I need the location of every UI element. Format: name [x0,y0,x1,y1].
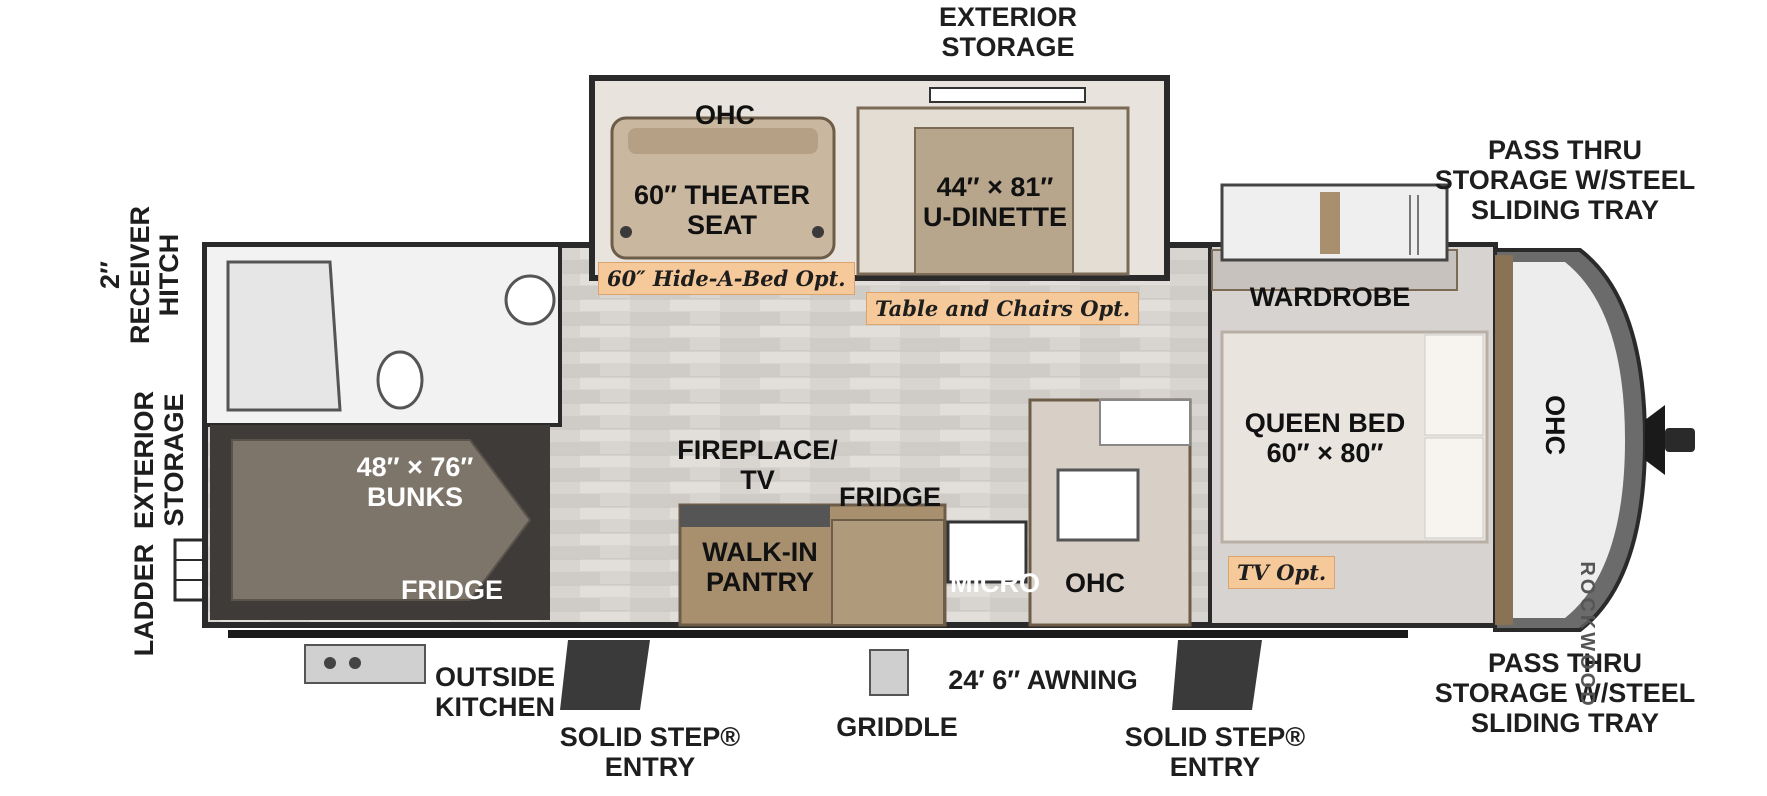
label-exterior-storage-side: EXTERIOR STORAGE [129,390,189,530]
stove [946,520,1028,584]
option-tv: TV Opt. [1228,556,1336,589]
label-theater-seat: 60″ THEATER SEAT [634,180,810,241]
label-exterior-storage-top: EXTERIOR STORAGE [938,2,1078,63]
label-queen-bed: QUEEN BED 60″ × 80″ [1244,408,1406,469]
option-hide-a-bed: 60″ Hide-A-Bed Opt. [598,262,855,295]
step-rear [560,640,650,710]
label-micro: MICRO [950,568,1040,598]
outside-kitchen-grill [304,644,426,684]
shower [226,260,342,412]
label-outside-kitchen: OUTSIDE KITCHEN [434,662,555,723]
kitchen-sink [1056,468,1140,542]
label-walk-in-pantry: WALK-IN PANTRY [702,537,818,598]
option-table-chairs: Table and Chairs Opt. [866,292,1140,325]
label-griddle: GRIDDLE [836,712,958,742]
tongue-jack [1645,405,1665,475]
label-ladder: LADDER [129,543,159,657]
fireplace-tv-unit [680,505,830,527]
ladder-graphic [173,538,207,602]
step-front [1172,640,1262,710]
sink [504,274,556,326]
toilet [376,350,424,410]
label-ohc-front: OHC [1540,395,1571,456]
bunk-mattress [231,439,532,601]
label-bunks: 48″ × 76″ BUNKS [356,452,474,513]
awning-rail [228,630,1408,638]
label-wardrobe: WARDROBE [1249,282,1411,312]
label-fridge-bunk: FRIDGE [400,575,503,605]
label-u-dinette: 44″ × 81″ U-DINETTE [923,172,1067,233]
label-awning: 24′ 6″ AWNING [948,665,1138,695]
label-ohc-kitchen: OHC [1065,568,1125,598]
brand-logo: ROCKWOOD [1576,561,1598,709]
label-pass-thru-top: PASS THRU STORAGE W/STEEL SLIDING TRAY [1434,135,1696,226]
label-ohc-slide: OHC [695,100,755,130]
label-solid-step-front: SOLID STEP® ENTRY [1124,722,1306,783]
label-pass-thru-bottom: PASS THRU STORAGE W/STEEL SLIDING TRAY [1434,648,1696,739]
label-fireplace-tv: FIREPLACE/ TV [677,435,838,496]
label-solid-step-rear: SOLID STEP® ENTRY [559,722,741,783]
label-fridge-kitchen: FRIDGE [838,482,941,512]
label-receiver-hitch: 2″ RECEIVER HITCH [95,205,185,345]
griddle-unit [869,649,909,696]
kitchen-fridge [831,519,945,626]
